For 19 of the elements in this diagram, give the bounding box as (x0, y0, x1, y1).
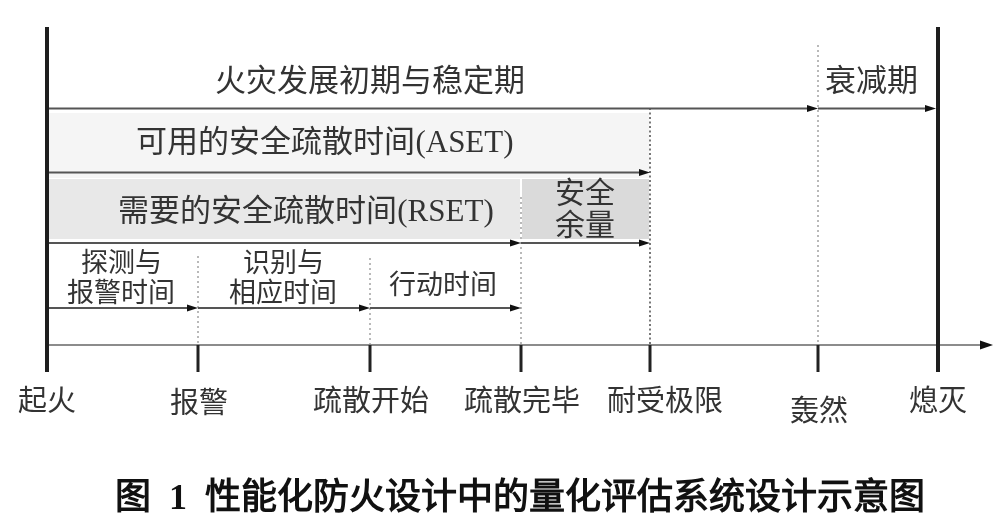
milestone-label: 疏散开始 (313, 384, 429, 418)
phase-label: 探测与报警时间 (67, 247, 175, 309)
band-label: 安全余量 (555, 176, 615, 240)
milestone-label: 轰然 (790, 394, 848, 428)
phase-label: 识别与相应时间 (229, 247, 337, 309)
milestone-label: 耐受极限 (607, 384, 723, 418)
band-label: 需要的安全疏散时间(RSET) (118, 193, 494, 229)
milestone-label: 熄灭 (909, 384, 967, 418)
phase-label: 衰减期 (824, 62, 918, 98)
caption: 图 1 性能化防火设计中的量化评估系统设计示意图 (115, 476, 925, 518)
milestone-label: 起火 (18, 384, 76, 418)
margin-band (522, 179, 649, 239)
milestone-label: 疏散完毕 (464, 384, 580, 418)
time-band (49, 179, 520, 239)
milestone-label: 报警 (170, 386, 228, 420)
time-band (49, 113, 649, 178)
phase-label: 火灾发展初期与稳定期 (215, 62, 525, 98)
band-label: 可用的安全疏散时间(ASET) (136, 124, 514, 160)
phase-label: 行动时间 (389, 269, 497, 301)
